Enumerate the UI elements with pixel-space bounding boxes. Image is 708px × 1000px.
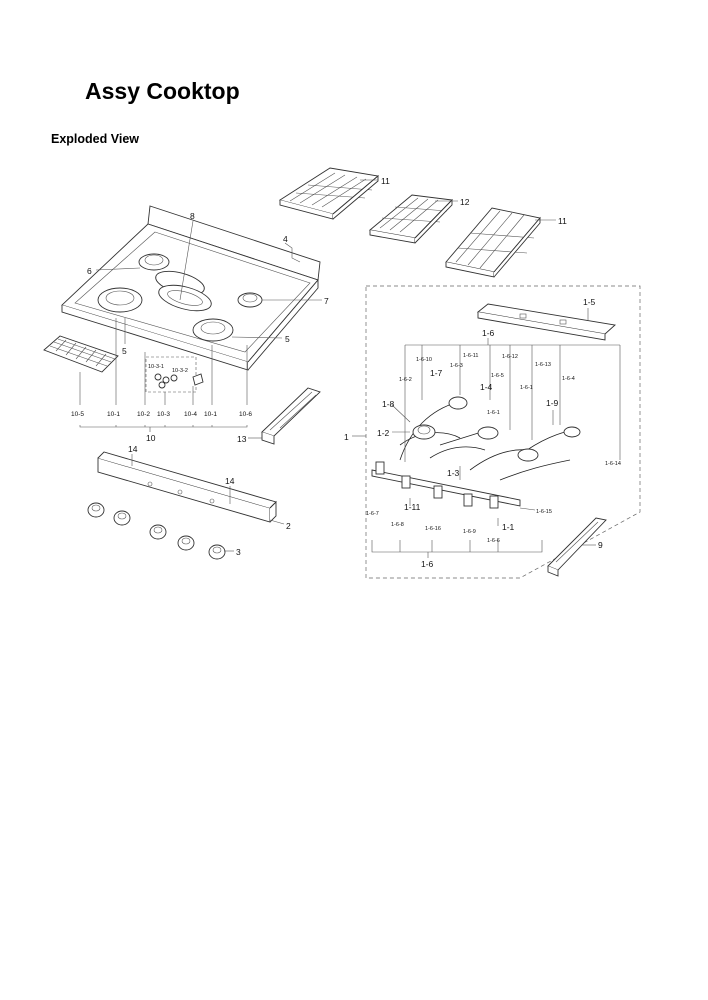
callout-1-6-6: 1-6-6: [487, 538, 500, 544]
callout-10-2: 10-2: [137, 411, 150, 418]
callout-9: 9: [598, 540, 603, 550]
callout-10-1-b: 10-1: [204, 411, 217, 418]
bracket-1-5: [476, 303, 616, 341]
callout-1-9: 1-9: [546, 398, 559, 408]
callout-3: 3: [236, 547, 241, 557]
callout-10-5: 10-5: [71, 411, 84, 418]
callout-1-6-7: 1-6-7: [366, 511, 379, 517]
callout-14-left: 14: [128, 444, 138, 454]
page-title: Assy Cooktop: [85, 78, 240, 104]
callout-1-6-9: 1-6-9: [463, 529, 476, 535]
burner-base-1-6-14: [517, 426, 581, 462]
control-panel-2: [97, 451, 277, 523]
callout-12: 12: [460, 197, 470, 207]
burner-base-1-8: [412, 424, 436, 440]
gas-manifold: [371, 401, 576, 507]
callout-1-6-top: 1-6: [482, 328, 495, 338]
callout-1-6-8: 1-6-8: [391, 522, 404, 528]
callout-1: 1: [344, 432, 349, 442]
burner-base-1-6-3: [448, 396, 468, 410]
callout-13: 13: [237, 434, 247, 444]
callout-10-3-1: 10-3-1: [148, 364, 164, 370]
grate-right: [445, 207, 541, 278]
callout-10-3-2: 10-3-2: [172, 368, 188, 374]
callout-labels: 11 12 11 8 4 6 7 5 5 10-3-1 10-3-2 10-5 …: [71, 176, 621, 569]
callout-1-6-bottom: 1-6: [421, 559, 434, 569]
callout-1-6-16: 1-6-16: [425, 526, 441, 532]
callout-1-6-13: 1-6-13: [535, 362, 551, 368]
callout-10: 10: [146, 433, 156, 443]
callout-1-6-11: 1-6-11: [463, 353, 479, 359]
burner-left: [97, 287, 143, 313]
callout-1-6-5: 1-6-5: [491, 373, 504, 379]
callout-5-right: 5: [285, 334, 290, 344]
callout-1-5: 1-5: [583, 297, 596, 307]
grate-center: [368, 194, 453, 244]
section-subtitle: Exploded View: [51, 132, 139, 146]
callout-1-2: 1-2: [377, 428, 390, 438]
callout-8: 8: [190, 211, 195, 221]
callout-6: 6: [87, 266, 92, 276]
callout-11-left: 11: [381, 176, 390, 186]
callout-11-right: 11: [558, 216, 567, 226]
callout-2: 2: [286, 521, 291, 531]
callout-10-6: 10-6: [239, 411, 252, 418]
callout-1-4: 1-4: [480, 382, 493, 392]
burner-6: [138, 253, 170, 271]
callout-10-3: 10-3: [157, 411, 170, 418]
callout-5-left: 5: [122, 346, 127, 356]
callout-1-11: 1-11: [404, 502, 421, 512]
mesh-10-5: [43, 335, 119, 373]
callout-10-1-a: 10-1: [107, 411, 120, 418]
callout-1-6-1-a: 1-6-1: [520, 385, 533, 391]
callout-1-6-4: 1-6-4: [562, 376, 575, 382]
center-burner-8: [155, 270, 212, 312]
callout-1-6-15: 1-6-15: [536, 509, 552, 515]
grate-left: [278, 167, 380, 220]
callout-1-6-12: 1-6-12: [502, 354, 518, 360]
knobs-3: [87, 502, 226, 560]
ignition-parts-box: [145, 356, 204, 393]
callout-1-6-2: 1-6-2: [399, 377, 412, 383]
bracket-9: [547, 517, 607, 577]
callout-4: 4: [283, 234, 288, 244]
callout-1-6-14: 1-6-14: [605, 461, 621, 467]
callout-1-1: 1-1: [502, 522, 515, 532]
valves: [375, 461, 499, 509]
callout-1-6-3: 1-6-3: [450, 363, 463, 369]
burner-7: [237, 292, 263, 308]
callout-1-6-10: 1-6-10: [416, 357, 432, 363]
bracket-13: [261, 387, 321, 445]
callout-7: 7: [324, 296, 329, 306]
callout-14-right: 14: [225, 476, 235, 486]
callout-1-6-1-b: 1-6-1: [487, 410, 500, 416]
callout-1-7: 1-7: [430, 368, 443, 378]
callout-10-4: 10-4: [184, 411, 197, 418]
leader-lines: [79, 179, 621, 558]
burner-right: [192, 318, 234, 342]
burner-base-1-4: [477, 426, 499, 440]
callout-1-3: 1-3: [447, 468, 460, 478]
callout-1-8: 1-8: [382, 399, 395, 409]
